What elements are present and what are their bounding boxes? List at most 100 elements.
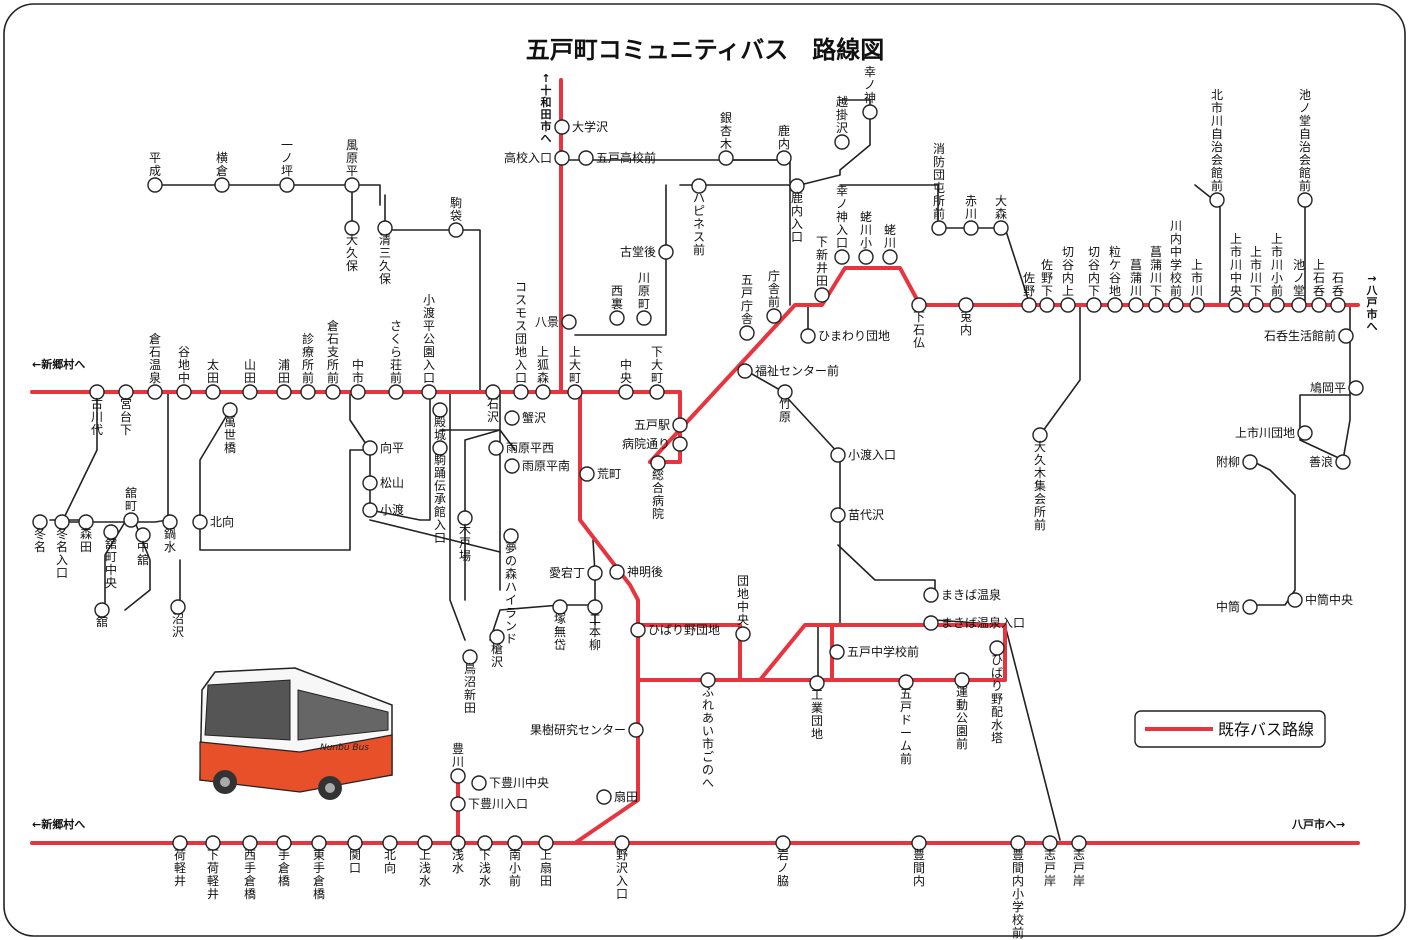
bus-stop-marker[interactable]	[650, 455, 666, 471]
bus-stop-marker[interactable]	[800, 328, 816, 344]
bus-stop-marker[interactable]	[504, 410, 520, 426]
bus-stop-marker[interactable]	[691, 178, 707, 194]
bus-stop-marker[interactable]	[1039, 297, 1055, 313]
bus-stop-marker[interactable]	[1248, 297, 1264, 313]
bus-stop-marker[interactable]	[1348, 380, 1364, 396]
bus-stop-marker[interactable]	[829, 644, 845, 660]
bus-stop-marker[interactable]	[222, 402, 238, 418]
bus-stop-marker[interactable]	[777, 384, 793, 400]
bus-stop-marker[interactable]	[462, 649, 478, 665]
bus-stop-marker[interactable]	[552, 599, 568, 615]
bus-stop-marker[interactable]	[989, 640, 1005, 656]
bus-stop-marker[interactable]	[923, 587, 939, 603]
bus-stop-marker[interactable]	[1209, 192, 1225, 208]
bus-stop-marker[interactable]	[1071, 835, 1087, 851]
bus-stop-marker[interactable]	[432, 440, 448, 456]
bus-stop-marker[interactable]	[1335, 454, 1351, 470]
bus-stop-marker[interactable]	[347, 835, 363, 851]
bus-stop-marker[interactable]	[32, 514, 48, 530]
bus-stop-marker[interactable]	[362, 475, 378, 491]
bus-stop-marker[interactable]	[78, 514, 94, 530]
bus-stop-marker[interactable]	[507, 835, 523, 851]
bus-stop-marker[interactable]	[147, 384, 163, 400]
bus-stop-marker[interactable]	[1032, 427, 1048, 443]
bus-stop-marker[interactable]	[1189, 297, 1205, 313]
bus-stop-marker[interactable]	[344, 220, 360, 236]
bus-stop-marker[interactable]	[54, 514, 70, 530]
bus-stop-marker[interactable]	[382, 835, 398, 851]
bus-stop-marker[interactable]	[123, 512, 139, 528]
bus-stop-marker[interactable]	[1297, 192, 1313, 208]
bus-stop-marker[interactable]	[1330, 297, 1346, 313]
bus-stop-marker[interactable]	[538, 835, 554, 851]
bus-stop-marker[interactable]	[830, 507, 846, 523]
bus-stop-marker[interactable]	[377, 220, 393, 236]
bus-stop-marker[interactable]	[276, 835, 292, 851]
bus-stop-marker[interactable]	[103, 524, 119, 540]
bus-stop-marker[interactable]	[587, 599, 603, 615]
bus-stop-marker[interactable]	[718, 150, 734, 166]
bus-stop-marker[interactable]	[214, 177, 230, 193]
bus-stop-marker[interactable]	[417, 835, 433, 851]
bus-stop-marker[interactable]	[766, 308, 782, 324]
bus-stop-marker[interactable]	[789, 178, 805, 194]
bus-stop-marker[interactable]	[898, 674, 914, 690]
bus-stop-marker[interactable]	[388, 384, 404, 400]
bus-stop-marker[interactable]	[954, 672, 970, 688]
bus-stop-marker[interactable]	[834, 249, 850, 265]
bus-stop-marker[interactable]	[630, 622, 646, 638]
bus-stop-marker[interactable]	[814, 287, 830, 303]
bus-stop-marker[interactable]	[587, 565, 603, 581]
bus-stop-marker[interactable]	[628, 722, 644, 738]
bus-stop-marker[interactable]	[450, 835, 466, 851]
bus-stop-marker[interactable]	[636, 310, 652, 326]
bus-stop-marker[interactable]	[739, 325, 755, 341]
bus-stop-marker[interactable]	[89, 384, 105, 400]
bus-stop-marker[interactable]	[1148, 297, 1164, 313]
bus-stop-marker[interactable]	[170, 599, 186, 615]
bus-stop-marker[interactable]	[618, 384, 634, 400]
bus-stop-marker[interactable]	[554, 119, 570, 135]
bus-stop-marker[interactable]	[923, 615, 939, 631]
bus-stop-marker[interactable]	[809, 675, 825, 691]
bus-stop-marker[interactable]	[672, 417, 688, 433]
bus-stop-marker[interactable]	[963, 220, 979, 236]
bus-stop-marker[interactable]	[421, 384, 437, 400]
bus-stop-marker[interactable]	[737, 363, 753, 379]
bus-stop-marker[interactable]	[1168, 297, 1184, 313]
bus-stop-marker[interactable]	[596, 789, 612, 805]
bus-stop-marker[interactable]	[276, 384, 292, 400]
bus-stop-marker[interactable]	[776, 150, 792, 166]
bus-stop-marker[interactable]	[135, 527, 151, 543]
bus-stop-marker[interactable]	[513, 384, 529, 400]
bus-stop-marker[interactable]	[911, 835, 927, 851]
bus-stop-marker[interactable]	[554, 150, 570, 166]
bus-stop-marker[interactable]	[311, 835, 327, 851]
bus-stop-marker[interactable]	[858, 249, 874, 265]
bus-stop-marker[interactable]	[485, 384, 501, 400]
bus-stop-marker[interactable]	[1242, 599, 1258, 615]
bus-stop-marker[interactable]	[882, 249, 898, 265]
bus-stop-marker[interactable]	[1228, 297, 1244, 313]
bus-stop-marker[interactable]	[489, 629, 505, 645]
bus-stop-marker[interactable]	[1042, 835, 1058, 851]
bus-stop-marker[interactable]	[477, 835, 493, 851]
bus-stop-marker[interactable]	[649, 384, 665, 400]
bus-stop-marker[interactable]	[993, 220, 1009, 236]
bus-stop-marker[interactable]	[118, 384, 134, 400]
bus-stop-marker[interactable]	[1297, 425, 1313, 441]
bus-stop-marker[interactable]	[504, 458, 520, 474]
bus-stop-marker[interactable]	[205, 835, 221, 851]
bus-stop-marker[interactable]	[325, 384, 341, 400]
bus-stop-marker[interactable]	[535, 384, 551, 400]
bus-stop-marker[interactable]	[362, 440, 378, 456]
bus-stop-marker[interactable]	[1338, 328, 1354, 344]
bus-stop-marker[interactable]	[242, 384, 258, 400]
bus-stop-marker[interactable]	[1287, 592, 1303, 608]
bus-stop-marker[interactable]	[457, 510, 473, 526]
bus-stop-marker[interactable]	[1021, 297, 1037, 313]
bus-stop-marker[interactable]	[658, 244, 674, 260]
bus-stop-marker[interactable]	[1107, 297, 1123, 313]
bus-stop-marker[interactable]	[192, 514, 208, 530]
bus-stop-marker[interactable]	[362, 502, 378, 518]
